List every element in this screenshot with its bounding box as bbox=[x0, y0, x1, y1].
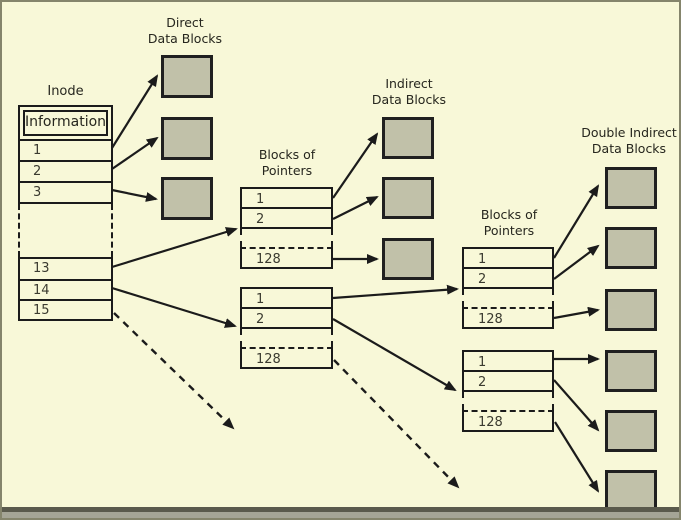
inode-information-header: Information bbox=[23, 110, 108, 136]
arrow-inode3-to-direct3 bbox=[111, 188, 158, 202]
blocks-of-pointers-middle-label-line2: Pointers bbox=[261, 163, 313, 178]
arrow-midtop1-to-indirect1 bbox=[332, 132, 379, 199]
arrow-inode13-to-middle-top-table bbox=[111, 227, 238, 269]
pointer-row: 128 bbox=[462, 307, 554, 329]
pointer-row: 1 bbox=[240, 287, 333, 309]
pointer-row: 2 bbox=[240, 307, 333, 329]
inode-table-ellipsis-gap bbox=[18, 204, 113, 257]
arrow-midtop2-to-indirect2 bbox=[332, 196, 379, 220]
direct-data-blocks-label-line2: Data Blocks bbox=[147, 31, 223, 46]
direct-data-blocks-label-line1: Direct bbox=[166, 15, 204, 30]
pointer-row: 1 bbox=[462, 350, 554, 372]
arrow-inode1-to-direct1 bbox=[111, 74, 159, 149]
bottom-frame-light-strip bbox=[2, 512, 679, 518]
indirect-data-block-1 bbox=[382, 117, 434, 159]
bottom-frame-dark-strip bbox=[2, 507, 679, 512]
inode-table-bottom: 13 14 15 bbox=[18, 257, 113, 321]
arrow-midbottom2-to-right-bottom-table bbox=[332, 318, 457, 392]
pointer-table-middle-bottom: 1 2 128 bbox=[240, 287, 333, 369]
arrow-inode14-to-middle-bottom-table bbox=[111, 286, 237, 328]
dashed-arrow-midbottom128 bbox=[333, 359, 460, 489]
pointer-table-ellipsis-gap bbox=[462, 392, 554, 410]
pointer-row: 2 bbox=[240, 207, 333, 229]
arrow-righttop1-to-double1 bbox=[553, 184, 600, 259]
inode-row-13: 13 bbox=[33, 261, 50, 276]
arrow-rightbottom128-to-double6 bbox=[554, 421, 600, 493]
pointer-table-ellipsis-gap bbox=[240, 329, 333, 347]
pointer-row: 128 bbox=[240, 347, 333, 369]
direct-data-block-2 bbox=[161, 117, 213, 160]
blocks-of-pointers-middle-label: Blocks of Pointers bbox=[237, 147, 337, 179]
blocks-of-pointers-right-label-line2: Pointers bbox=[483, 223, 535, 238]
arrow-righttop128-to-double3 bbox=[553, 306, 600, 320]
indirect-data-blocks-label-line1: Indirect bbox=[385, 76, 433, 91]
dashed-arrow-inode15-triple-indirect bbox=[113, 312, 235, 430]
double-indirect-data-blocks-label: Double Indirect Data Blocks bbox=[559, 125, 679, 157]
double-indirect-data-blocks-label-line2: Data Blocks bbox=[591, 141, 667, 156]
pointer-row: 128 bbox=[240, 247, 333, 269]
pointer-row: 2 bbox=[462, 370, 554, 392]
blocks-of-pointers-right-label-line1: Blocks of bbox=[480, 207, 538, 222]
pointer-row: 128 bbox=[462, 410, 554, 432]
pointer-table-ellipsis-gap bbox=[462, 289, 554, 307]
inode-row-14: 14 bbox=[20, 279, 111, 299]
double-indirect-data-block-6 bbox=[605, 470, 657, 510]
arrow-midbottom1-to-right-top-table bbox=[332, 284, 459, 300]
inode-label: Inode bbox=[47, 84, 84, 99]
arrow-righttop2-to-double2 bbox=[553, 244, 600, 280]
pointer-row: 1 bbox=[240, 187, 333, 209]
blocks-of-pointers-right-label: Blocks of Pointers bbox=[459, 207, 559, 239]
indirect-data-block-2 bbox=[382, 177, 434, 219]
direct-data-block-3 bbox=[161, 177, 213, 220]
double-indirect-data-block-2 bbox=[605, 227, 657, 269]
pointer-row: 2 bbox=[462, 267, 554, 289]
inode-row-3: 3 bbox=[20, 181, 111, 202]
inode-row-15: 15 bbox=[20, 299, 111, 319]
double-indirect-data-block-1 bbox=[605, 167, 657, 209]
pointer-table-right-bottom: 1 2 128 bbox=[462, 350, 554, 432]
pointer-table-middle-top: 1 2 128 bbox=[240, 187, 333, 269]
indirect-data-blocks-label: Indirect Data Blocks bbox=[349, 76, 469, 108]
blocks-of-pointers-middle-label-line1: Blocks of bbox=[258, 147, 316, 162]
inode-table-top: Information 1 2 3 bbox=[18, 105, 113, 204]
inode-row-1: 1 bbox=[20, 139, 111, 160]
double-indirect-data-block-5 bbox=[605, 410, 657, 452]
pointer-row: 1 bbox=[462, 247, 554, 269]
double-indirect-data-blocks-label-line1: Double Indirect bbox=[581, 125, 677, 140]
inode-row-2: 2 bbox=[20, 160, 111, 181]
direct-data-block-1 bbox=[161, 55, 213, 98]
pointer-table-right-top: 1 2 128 bbox=[462, 247, 554, 329]
indirect-data-blocks-label-line2: Data Blocks bbox=[371, 92, 447, 107]
pointer-table-ellipsis-gap bbox=[240, 229, 333, 247]
double-indirect-data-block-4 bbox=[605, 350, 657, 392]
double-indirect-data-block-3 bbox=[605, 289, 657, 331]
direct-data-blocks-label: Direct Data Blocks bbox=[125, 15, 245, 47]
arrow-rightbottom2-to-double5 bbox=[553, 379, 600, 432]
indirect-data-block-3 bbox=[382, 238, 434, 280]
arrow-inode2-to-direct2 bbox=[111, 136, 159, 170]
